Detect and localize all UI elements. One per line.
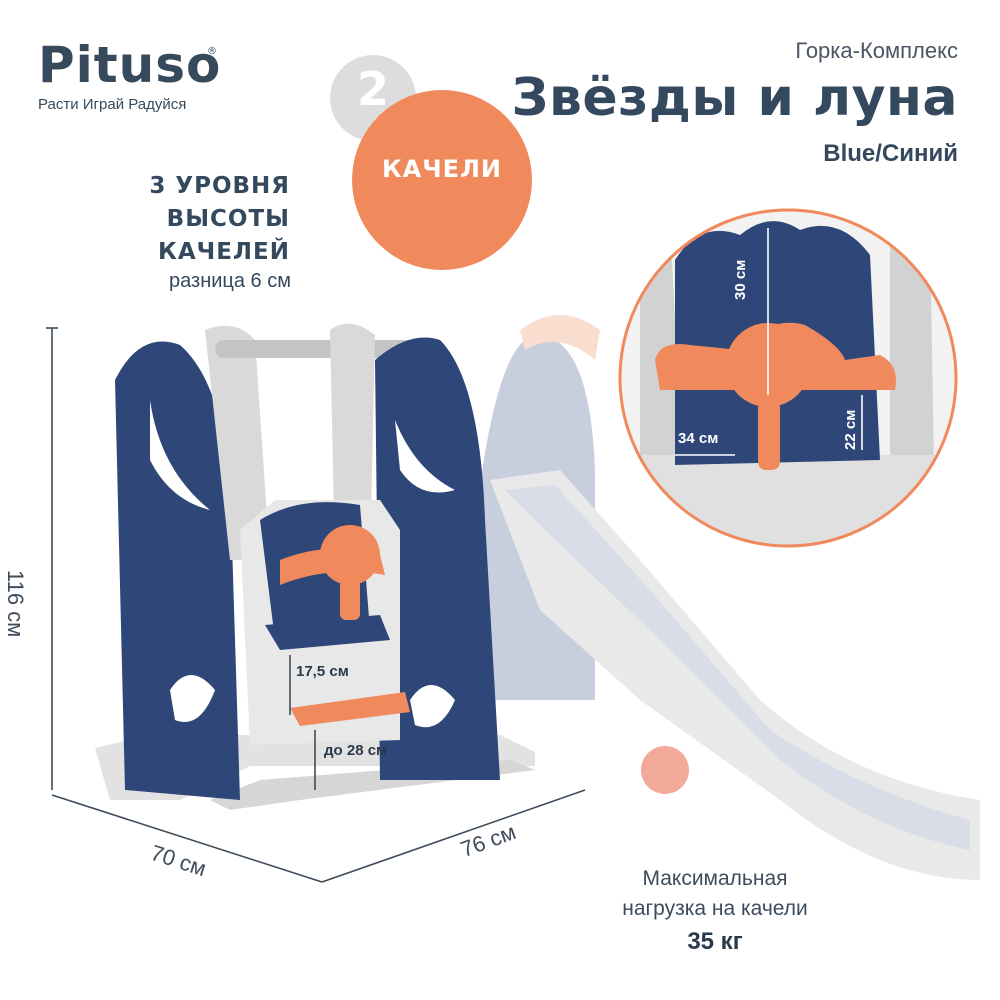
ball bbox=[641, 746, 689, 794]
feature-heading-line3: КАЧЕЛЕЙ bbox=[158, 239, 290, 265]
max-load-label-line1: Максимальная bbox=[642, 867, 788, 890]
dimension-lines bbox=[46, 327, 586, 883]
feature-heading: 3 УРОВНЯ ВЫСОТЫ КАЧЕЛЕЙ bbox=[95, 170, 290, 269]
max-load-label-line2: нагрузка на качели bbox=[622, 897, 808, 920]
badge-label: КАЧЕЛИ bbox=[382, 155, 502, 183]
feature-heading-line1: 3 УРОВНЯ bbox=[149, 173, 290, 199]
product-subtitle: Горка-Комплекс bbox=[795, 38, 958, 63]
slide-illustration bbox=[478, 315, 980, 880]
product-title: Звёзды и луна bbox=[511, 68, 958, 128]
dimension-seat-width: 34 см bbox=[678, 430, 719, 447]
dimension-seat-back-height: 30 см bbox=[732, 259, 749, 300]
dimension-ground-clearance: до 28 см bbox=[324, 742, 388, 759]
swing-seat bbox=[240, 500, 410, 745]
dimension-seat-height: 17,5 см bbox=[296, 663, 349, 680]
max-load-value: 35 кг bbox=[687, 928, 743, 955]
max-load-label: Максимальная нагрузка на качели bbox=[580, 864, 850, 924]
badge-label-circle bbox=[352, 90, 532, 270]
dimension-seat-depth: 22 см bbox=[842, 409, 859, 450]
brand-tagline: Расти Играй Радуйся bbox=[38, 96, 187, 113]
feature-heading-line2: ВЫСОТЫ bbox=[166, 206, 290, 232]
registered-mark: ® bbox=[207, 46, 217, 57]
seat-detail-inset bbox=[618, 208, 958, 548]
badge-number: 2 bbox=[356, 62, 389, 116]
color-variant: Blue/Синий bbox=[823, 140, 958, 167]
brand-logo: Pituso bbox=[38, 36, 222, 94]
feature-note: разница 6 см bbox=[169, 270, 291, 292]
dimension-height: 116 см bbox=[3, 570, 28, 638]
